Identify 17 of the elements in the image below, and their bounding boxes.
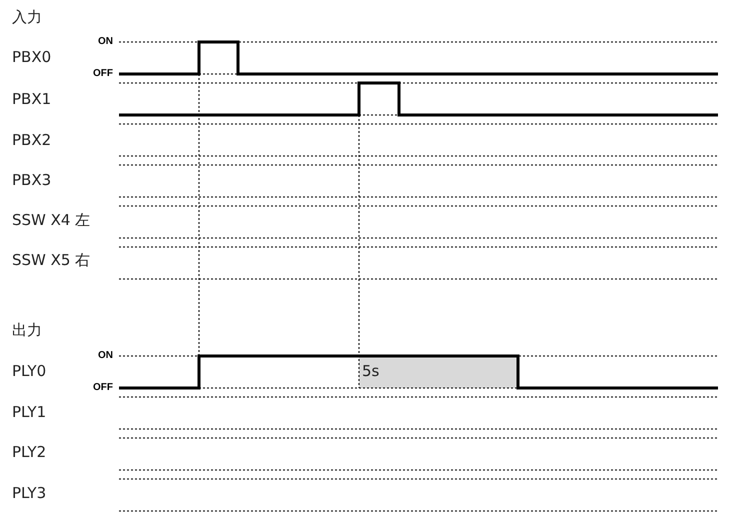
signal-name: SSW X4 左 xyxy=(12,213,90,228)
signal-name: PLY2 xyxy=(12,445,46,460)
level-label: ON xyxy=(98,37,113,47)
level-label: ON xyxy=(98,351,113,361)
level-label: OFF xyxy=(93,383,113,393)
signal-name: PLY0 xyxy=(12,364,46,379)
signal-name: PLY3 xyxy=(12,486,46,501)
signal-name: PBX0 xyxy=(12,50,52,65)
signal-name: SSW X5 右 xyxy=(12,253,90,268)
signal-name: PLY1 xyxy=(12,405,46,420)
signal-name: PBX1 xyxy=(12,92,52,107)
section-heading: 入力 xyxy=(12,10,42,25)
duration-label: 5s xyxy=(362,364,380,379)
signal-name: PBX2 xyxy=(12,133,52,148)
signal-name: PBX3 xyxy=(12,173,52,188)
section-heading: 出力 xyxy=(12,323,42,338)
level-label: OFF xyxy=(93,69,113,79)
